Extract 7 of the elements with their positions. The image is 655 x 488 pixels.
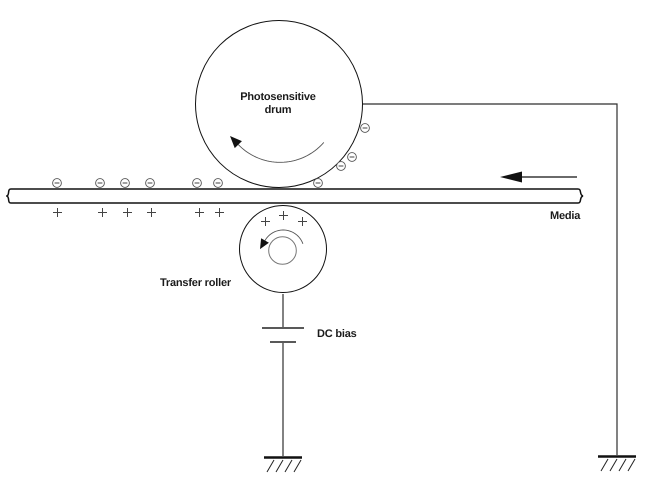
node-label: Transfer roller [160, 277, 231, 290]
node-label: Photosensitive drum [239, 91, 317, 117]
wire [282, 343, 284, 456]
wire [282, 294, 284, 327]
wire [363, 103, 618, 455]
node-label: DC bias [317, 328, 357, 341]
node-label: Media [550, 210, 580, 223]
